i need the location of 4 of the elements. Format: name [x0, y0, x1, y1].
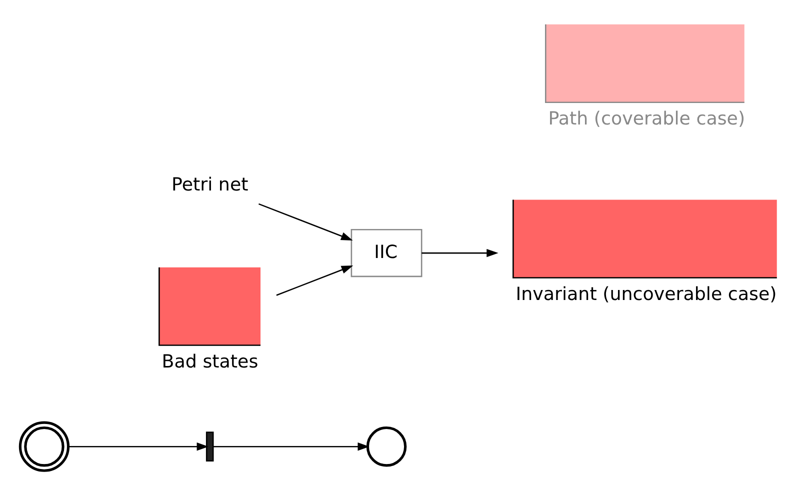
- node-label: Invariant (uncoverable case): [516, 284, 777, 306]
- node-label: Bad states: [162, 352, 258, 373]
- node-label: Path (coverable case): [548, 108, 746, 130]
- node-text: Petri net: [172, 174, 248, 196]
